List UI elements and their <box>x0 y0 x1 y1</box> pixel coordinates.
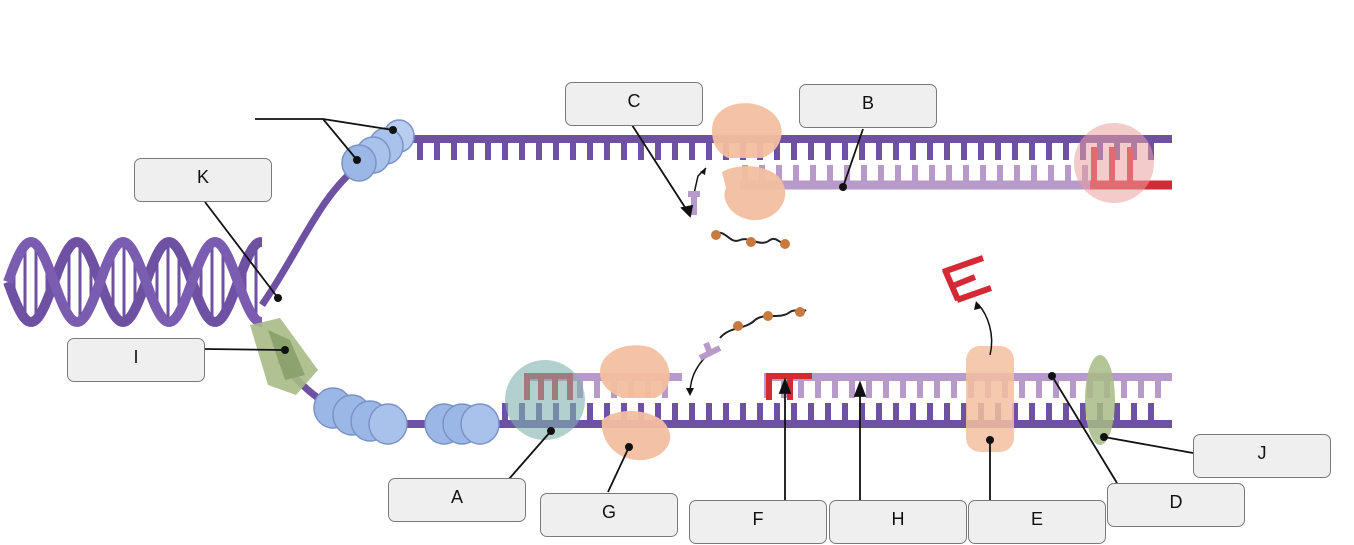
incoming-nucleotide-bottom <box>686 307 807 396</box>
rna-primer-middle <box>766 373 812 400</box>
label-box-h[interactable]: H <box>829 500 967 544</box>
ssb-cluster-bottom <box>313 387 500 445</box>
label-box-c[interactable]: C <box>565 82 703 126</box>
label-box-b[interactable]: B <box>799 84 937 128</box>
label-g-text: G <box>601 502 616 522</box>
leader-dots <box>274 126 1108 451</box>
template-strand-top-arm <box>259 162 363 307</box>
leader-lines <box>204 118 1194 500</box>
helicase <box>250 318 318 395</box>
leading-strand-region <box>259 103 1172 307</box>
label-box-f[interactable]: F <box>689 500 827 544</box>
label-h-text: H <box>891 509 905 529</box>
label-box-e[interactable]: E <box>968 500 1106 544</box>
double-helix <box>3 237 262 327</box>
label-d-text: D <box>1169 492 1183 512</box>
label-c-text: C <box>627 91 641 111</box>
label-box-d[interactable]: D <box>1107 483 1245 527</box>
incoming-nucleotide-top <box>688 167 790 249</box>
label-k-text: K <box>196 167 209 187</box>
label-box-j[interactable]: J <box>1193 434 1331 478</box>
protein-j <box>1085 355 1115 445</box>
label-a-text: A <box>450 487 463 507</box>
polymerase-top <box>712 103 786 221</box>
sliding-clamp <box>505 360 585 440</box>
label-box-a[interactable]: A <box>388 478 526 522</box>
label-box-k[interactable]: K <box>134 158 272 202</box>
polymerase-bottom <box>600 345 671 461</box>
label-box-g[interactable]: G <box>540 493 678 537</box>
label-f-text: F <box>752 509 764 529</box>
ssb-cluster-top <box>341 119 415 182</box>
label-b-text: B <box>861 93 874 113</box>
label-i-text: I <box>133 347 139 367</box>
label-box-i[interactable]: I <box>67 338 205 382</box>
label-j-text: J <box>1257 443 1267 463</box>
label-e-text: E <box>1030 509 1043 529</box>
released-primer <box>942 255 993 356</box>
dna-ligase <box>966 346 1014 452</box>
lagging-strand-region <box>277 255 1172 461</box>
primase-top <box>1074 123 1154 203</box>
